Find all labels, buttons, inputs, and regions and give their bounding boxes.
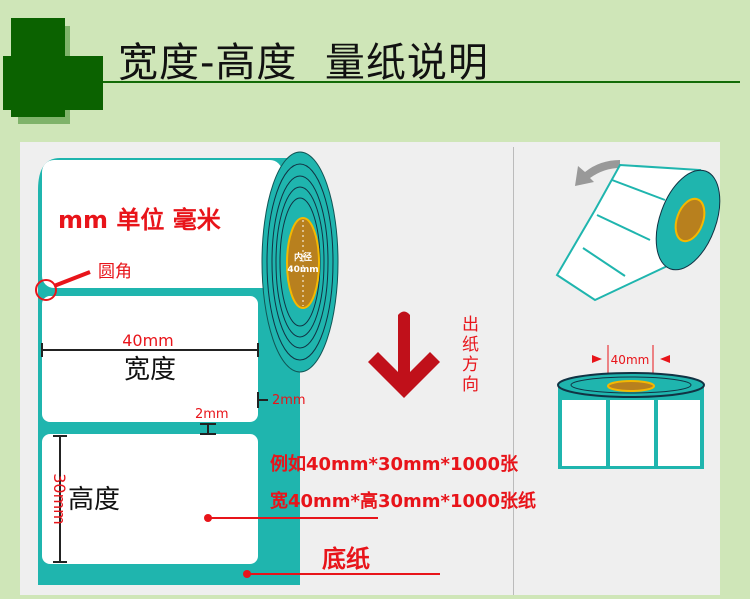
core-label-1: 内径 (294, 251, 312, 263)
direction-char-3: 方 (462, 355, 479, 375)
corner-pointer (53, 270, 91, 288)
core-label-2: 40mm (287, 265, 318, 275)
direction-char-4: 向 (462, 375, 479, 395)
title-underline (103, 81, 740, 83)
gap-side-label: 2mm (272, 393, 306, 408)
arrow-down-icon (368, 311, 440, 398)
corner-label: 圆角 (98, 262, 132, 282)
direction-char-1: 出 (462, 315, 479, 335)
backing-label: 底纸 (322, 545, 370, 573)
example-line-2: 宽40mm*高30mm*1000张纸 (270, 490, 536, 512)
unit-label: mm 单位 毫米 (58, 206, 221, 234)
unrolling-roll-illustration (555, 160, 721, 302)
top-view-core-label: 40mm (611, 353, 650, 367)
example-line-1: 例如40mm*30mm*1000张 (270, 453, 519, 475)
label-roll-side: 内径 40mm (261, 151, 339, 373)
rotate-arrow-icon (575, 160, 620, 186)
height-label: 高度 (68, 485, 120, 515)
page-title: 宽度-高度 量纸说明 (118, 40, 489, 86)
width-label: 宽度 (124, 355, 176, 385)
width-value: 40mm (122, 331, 174, 350)
direction-char-2: 纸 (462, 335, 479, 355)
height-value: 30mm (50, 473, 69, 525)
panel-divider (513, 147, 514, 595)
title-decoration-horizontal (3, 56, 103, 110)
gap-between-label: 2mm (195, 407, 229, 422)
label-roll-front (38, 158, 300, 585)
roll-core (286, 217, 320, 309)
corner-marker (35, 279, 57, 301)
top-view-roll-illustration: 40mm (557, 345, 705, 469)
